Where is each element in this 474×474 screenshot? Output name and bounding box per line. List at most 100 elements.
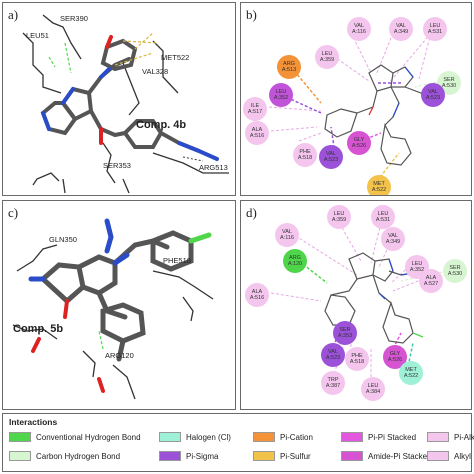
residue-id: A:531: [375, 217, 391, 223]
panel-a: a) Comp. 4b SER390 LEU51 MET522 VAL328 S…: [2, 2, 236, 196]
residue-id: A:359: [331, 217, 347, 223]
legend-swatch: [9, 451, 31, 461]
residue-id: A:352: [409, 267, 425, 273]
residue-name: LEU: [377, 211, 389, 217]
residue-label: GLN350: [49, 235, 77, 244]
residue-id: A:522: [403, 373, 419, 379]
residue-name: SER: [443, 77, 455, 83]
residue-id: A:120: [287, 261, 303, 267]
panel-c: c) Comp. 5b GLN350 PHE518 ARG120: [2, 200, 236, 410]
legend-item: Pi-Alkyl: [427, 431, 474, 443]
residue-id: A:523: [425, 95, 441, 101]
residue-id: A:116: [352, 29, 366, 35]
residue-name: SER: [449, 265, 461, 271]
legend-item: Pi-Pi Stacked: [341, 431, 416, 443]
residue-name: LEU: [411, 261, 423, 267]
residue-id: A:518: [297, 155, 313, 161]
legend-swatch: [159, 432, 181, 442]
residue-name: MET: [405, 367, 417, 373]
residue-name: LEU: [429, 23, 441, 29]
legend-swatch: [253, 432, 275, 442]
residue-label: VAL328: [142, 67, 169, 76]
panel-c-structure: [12, 218, 214, 400]
residue-name: TRP: [327, 377, 339, 383]
legend-swatch: [253, 451, 275, 461]
residue-id: A:116: [280, 235, 294, 241]
residue-id: A:359: [319, 57, 335, 63]
compound-label: Comp. 5b: [13, 323, 64, 335]
residue-name: PHE: [351, 353, 363, 359]
legend-swatch: [341, 432, 363, 442]
residue-id: A:523: [323, 157, 339, 163]
legend-label: Pi-Sigma: [186, 451, 219, 461]
residue-id: A:349: [385, 239, 401, 245]
residue-id: A:526: [387, 357, 403, 363]
panel-a-structure: [22, 14, 229, 194]
residue-name: ALA: [425, 275, 437, 281]
residue-id: A:513: [281, 67, 297, 73]
legend-swatch: [159, 451, 181, 461]
legend-swatch: [427, 432, 449, 442]
legend-label: Alkyl: [454, 451, 471, 461]
legend-item: Pi-Sigma: [159, 450, 218, 462]
residue-name: LEU: [333, 211, 345, 217]
legend-swatch: [341, 451, 363, 461]
compound-label: Comp. 4b: [136, 119, 187, 131]
panel-c-label: c): [8, 205, 19, 220]
legend-label: Pi-Sulfur: [280, 451, 311, 461]
residue-id: A:531: [427, 29, 443, 35]
residue-label: LEU51: [26, 31, 49, 40]
residue-name: ARG: [289, 255, 301, 261]
legend-item: Pi-Sulfur: [253, 450, 311, 462]
residue-name: GLY: [353, 137, 365, 143]
residue-id: A:352: [273, 95, 289, 101]
legend-label: Amide-Pi Stacked: [368, 451, 432, 461]
legend-label: Conventional Hydrogen Bond: [36, 432, 141, 442]
residue-id: A:517: [247, 109, 263, 115]
residue-id: A:530: [441, 83, 457, 89]
residue-name: VAL: [428, 89, 438, 95]
legend-title: Interactions: [9, 417, 58, 427]
residue-id: A:387: [325, 383, 341, 389]
residue-name: ALA: [251, 289, 263, 295]
panel-a-label: a): [8, 7, 19, 22]
residue-id: A:526: [351, 143, 367, 149]
residue-id: A:523: [325, 355, 341, 361]
interactions-legend: Interactions Conventional Hydrogen Bond H…: [2, 413, 474, 472]
residue-name: ILE: [250, 103, 260, 109]
residue-name: SER: [339, 327, 351, 333]
residue-name: VAL: [388, 233, 398, 239]
legend-item: Amide-Pi Stacked: [341, 450, 432, 462]
residue-id: A:530: [447, 271, 463, 277]
residue-name: VAL: [328, 349, 338, 355]
residue-name: VAL: [326, 151, 336, 157]
legend-item: Halogen (Cl): [159, 431, 231, 443]
legend-label: Pi-Cation: [280, 432, 313, 442]
residue-id: A:527: [423, 281, 439, 287]
residue-id: A:349: [393, 29, 409, 35]
legend-label: Pi-Pi Stacked: [368, 432, 417, 442]
residue-name: VAL: [354, 23, 364, 29]
residue-name: ARG: [283, 61, 295, 67]
legend-item: Pi-Cation: [253, 431, 313, 443]
residue-name: VAL: [282, 229, 292, 235]
legend-swatch: [427, 451, 449, 461]
